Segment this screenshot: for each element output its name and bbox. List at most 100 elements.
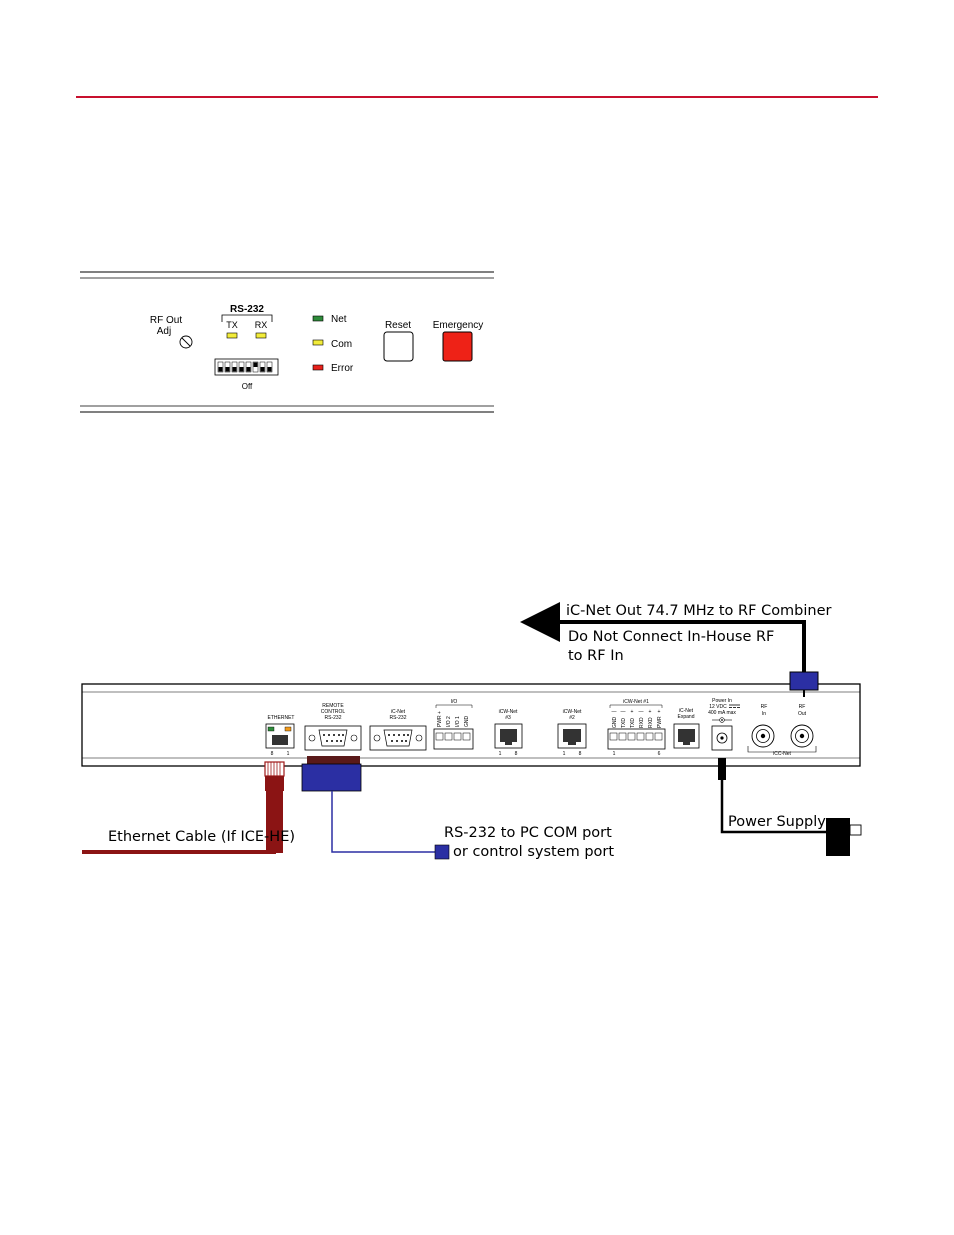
io-pin-1: PWR + [437,711,443,727]
power-supply-assembly: Power Supply [718,758,862,856]
eth-pin-1: 1 [287,751,290,757]
dc-plug-icon [718,758,726,780]
reset-label: Reset [385,320,411,331]
icw-net1-sign-1: — [612,709,617,715]
rf-out-callout: iC-Net Out 74.7 MHz to RF Combiner Do No… [520,602,832,676]
db9-backshell [307,756,360,764]
icw-net3-pin-1: 1 [499,751,502,757]
icc-net-label: iCC-Net [773,751,791,757]
power-in-voltage: 12 VDC [709,704,727,710]
icw-net1-bracket [609,704,663,708]
header-rule [76,96,878,98]
emergency-label: Emergency [433,320,484,331]
rf-out-label-2: Out [798,711,807,717]
rf-out-adj-label: RF Out [150,315,182,326]
icnet-expand-label: iC-Net [679,708,694,714]
rf-in-label: RF [761,704,768,710]
tx-led [226,332,238,339]
dip-switch[interactable] [214,358,279,376]
rs232-cable [331,791,436,853]
icw-net1-pin-5: RXD [648,717,654,728]
icnet-rs232-label-2: RS-232 [390,715,407,721]
io-pin-2: I/O 2 [446,716,452,727]
icw-net2-label: iCW-Net [563,709,582,715]
rf-out-connector[interactable] [790,724,814,748]
io-pin-3: I/O 1 [455,716,461,727]
io-pin-4: GND [464,716,470,728]
icnet-rs232-label: iC-Net [391,709,406,715]
icw-net1-sign-3: + [631,709,634,715]
icw-net2-port[interactable] [557,723,587,749]
reset-button[interactable] [383,331,414,362]
net-led-label: Net [331,314,347,325]
icw-net2-label-2: #2 [569,715,575,721]
com-led-label: Com [331,339,352,350]
ethernet-cable-assembly: Ethernet Cable (If ICE-HE) [82,761,295,854]
polarity-icon [712,717,732,723]
rf-out-cable [558,620,806,676]
icc-net-bracket [747,746,817,753]
io-bracket [435,704,473,708]
rs232-pc-callout: RS-232 to PC COM port [444,825,612,841]
rx-label: RX [255,320,268,330]
db9-plug-icon [301,763,362,792]
icw-net3-label: iCW-Net [499,709,518,715]
rf-out-adj-knob[interactable] [179,335,193,349]
power-supply-callout: Power Supply [728,814,826,830]
error-led-label: Error [331,363,354,374]
icw-net1-pin-3: TXD [630,718,636,728]
icw-net2-pin-8: 8 [579,751,582,757]
rf-in-connector[interactable] [751,724,775,748]
icw-net1-sign-6: + [658,709,661,715]
icw-net1-pin-4: RXD [639,717,645,728]
remote-control-label-3: RS-232 [325,715,342,721]
icw-net1-terminal-block[interactable] [607,728,666,750]
dc-symbol-icon [729,704,740,708]
power-supply-prong [849,824,862,836]
remote-control-db9-port[interactable] [304,725,362,751]
front-panel: RF Out Adj RS-232 TX RX Off Net Com [80,271,494,413]
icw-net1-pin-1: GND [612,717,618,729]
remote-control-label-2: CONTROL [321,709,346,715]
tx-label: TX [226,320,238,330]
icnet-expand-label-2: Expand [678,714,695,720]
icw-net1-sign-2: — [621,709,626,715]
remote-control-label: REMOTE [322,703,344,709]
rear-panel-body [81,683,861,767]
com-led [312,339,324,346]
rs232-bracket [221,314,273,322]
icw-net1-pin-6-num: 6 [658,751,661,757]
eth-pin-8: 8 [271,751,274,757]
icw-net1-pin-6: PWR [657,716,663,728]
rf-out-cable-plug [789,671,819,691]
rf-in-label-2: In [762,711,766,717]
io-label: I/O [451,699,458,705]
rear-panel: ETHERNET 8 1 REMOTE CONTROL RS-232 iC-Ne… [81,683,861,767]
error-led [312,364,324,371]
ethernet-port-label: ETHERNET [268,715,295,721]
rj45-plug-icon [264,761,285,853]
emergency-button[interactable] [442,331,473,362]
rf-out-label: RF [799,704,806,710]
rx-led [255,332,267,339]
icw-net3-label-2: #3 [505,715,511,721]
net-led [312,315,324,322]
ethernet-port[interactable] [265,723,295,749]
icw-net1-sign-5: + [649,709,652,715]
icw-net2-pin-1: 1 [563,751,566,757]
icw-net3-port[interactable] [494,723,523,749]
ethernet-boot [266,791,283,853]
power-supply-brick [826,818,850,856]
power-cable [720,780,826,834]
icw-net3-pin-8: 8 [515,751,518,757]
icnet-out-callout: iC-Net Out 74.7 MHz to RF Combiner [566,603,832,619]
icnet-rs232-db9-port[interactable] [369,725,427,751]
icw-net1-pin-1-num: 1 [613,751,616,757]
dip-off-label: Off [242,382,253,391]
io-terminal-block[interactable] [433,728,474,750]
power-in-jack[interactable] [711,725,733,751]
icw-net1-sign-4: — [639,709,644,715]
icnet-expand-port[interactable] [673,723,700,749]
icw-net1-label: iCW-Net #1 [623,699,649,705]
